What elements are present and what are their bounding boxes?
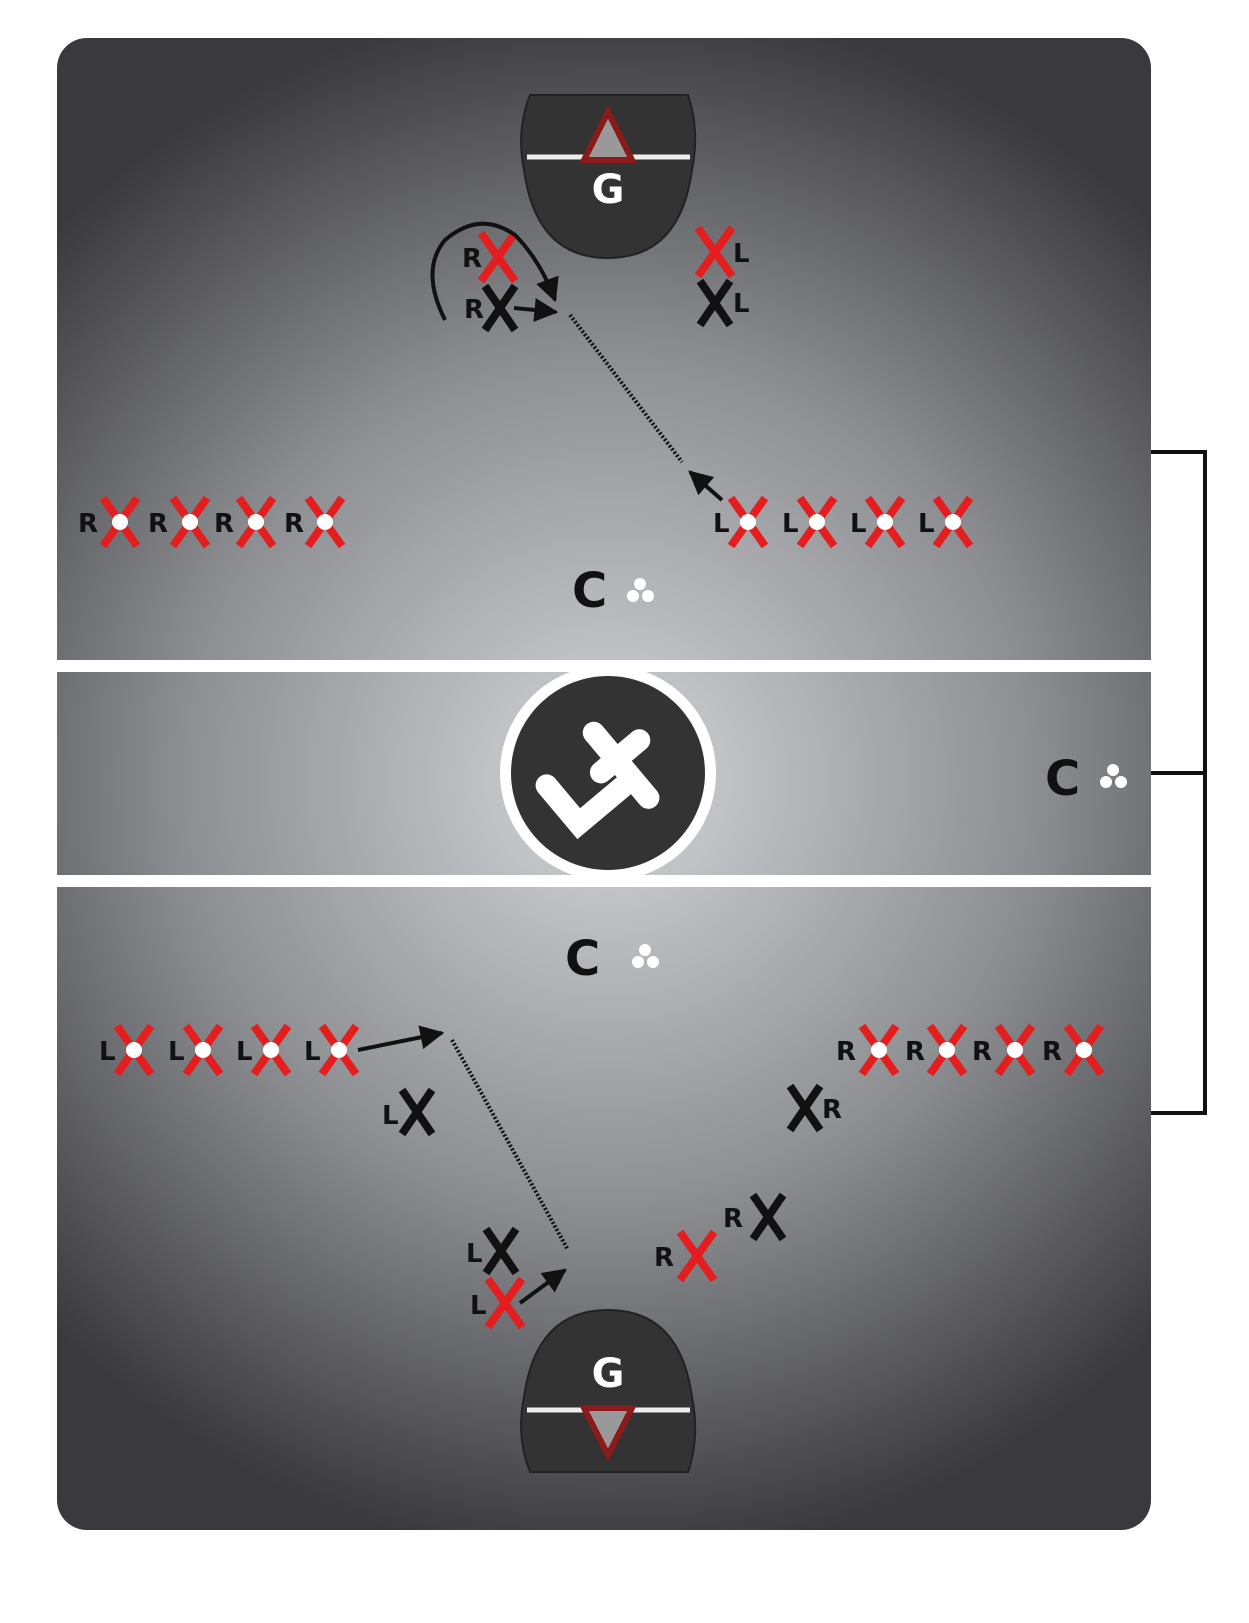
svg-text:L: L — [918, 509, 935, 539]
svg-text:C: C — [1045, 751, 1080, 807]
goal-icon — [579, 1405, 637, 1462]
bottom-crease: G — [520, 1308, 697, 1473]
player-bottom-red-l: L — [470, 1279, 522, 1327]
player-bottom-black-l: L — [466, 1229, 516, 1273]
player-bottom-red-r: R — [654, 1232, 714, 1280]
goal-icon — [579, 105, 637, 163]
goalie-label: G — [592, 167, 625, 213]
svg-text:R: R — [78, 509, 98, 539]
svg-text:L: L — [782, 509, 799, 539]
pass-arrow-top — [688, 470, 724, 502]
cut-arrow-top — [513, 298, 559, 322]
svg-text:C: C — [572, 563, 607, 619]
player-top-black-l: L — [700, 281, 750, 325]
svg-text:L: L — [382, 1101, 399, 1131]
cut-path-curve — [430, 221, 559, 321]
line-top-left-handed: L L L L — [713, 498, 970, 546]
player-top-black-r: R — [464, 286, 515, 330]
svg-text:L: L — [466, 1239, 483, 1269]
svg-text:L: L — [850, 509, 867, 539]
player-bottom-black-l-wing: L — [382, 1090, 432, 1134]
svg-text:R: R — [972, 1037, 992, 1067]
logo — [500, 665, 716, 881]
svg-text:R: R — [214, 509, 234, 539]
svg-text:R: R — [464, 295, 484, 325]
svg-text:C: C — [565, 931, 600, 987]
svg-text:R: R — [905, 1037, 925, 1067]
coach-bottom: C — [565, 931, 659, 987]
svg-text:L: L — [304, 1037, 321, 1067]
svg-text:R: R — [1042, 1037, 1062, 1067]
svg-text:R: R — [148, 509, 168, 539]
svg-text:R: R — [284, 509, 304, 539]
player-top-red-l: L — [698, 228, 750, 276]
svg-text:R: R — [462, 244, 482, 274]
bracket — [1151, 450, 1207, 1115]
svg-text:L: L — [168, 1037, 185, 1067]
goalie-label: G — [592, 1351, 625, 1397]
pass-line-top — [568, 313, 684, 464]
cut-arrow-bottom — [518, 1268, 567, 1305]
svg-text:L: L — [713, 509, 730, 539]
coach-top: C — [572, 563, 654, 619]
svg-text:R: R — [654, 1243, 674, 1273]
midfield-line-bottom — [57, 875, 1151, 887]
player-bottom-black-r-wing: R — [790, 1086, 842, 1130]
svg-text:L: L — [733, 289, 750, 319]
svg-text:R: R — [836, 1037, 856, 1067]
coach-side: C — [1045, 751, 1127, 807]
line-top-right-handed: R R R R — [78, 498, 342, 546]
line-bottom-left-handed: L L L L — [99, 1026, 356, 1074]
svg-text:L: L — [470, 1291, 487, 1321]
svg-text:R: R — [822, 1095, 842, 1125]
line-bottom-right-handed: R R R R — [836, 1026, 1101, 1074]
player-top-red-r: R — [462, 233, 515, 281]
player-bottom-black-r: R — [723, 1195, 783, 1239]
svg-text:L: L — [236, 1037, 253, 1067]
svg-text:L: L — [733, 239, 750, 269]
top-crease: G — [520, 94, 697, 260]
run-arrow-bottom — [357, 1025, 445, 1052]
svg-text:R: R — [723, 1204, 743, 1234]
svg-text:L: L — [99, 1037, 116, 1067]
